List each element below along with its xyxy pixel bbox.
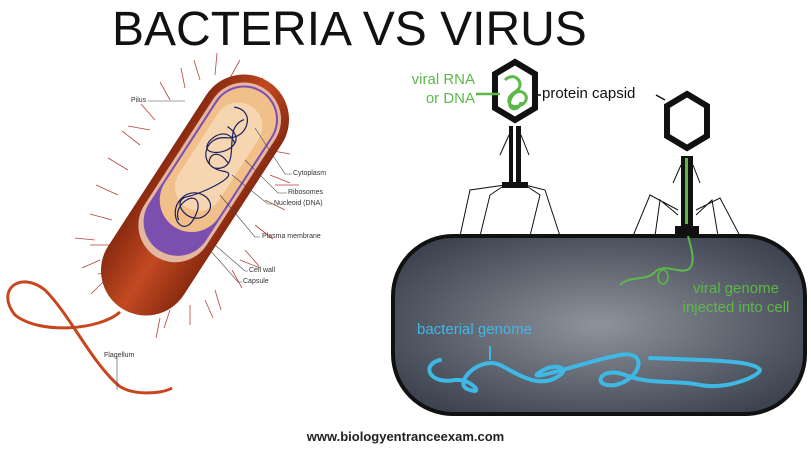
label-viral-rna-line2: or DNA <box>425 90 475 107</box>
label-viral-genome: viral genome injected into cell <box>666 279 806 317</box>
host-cell <box>391 234 807 416</box>
nucleoid-dna <box>174 106 248 227</box>
page-title: BACTERIA VS VIRUS <box>112 3 587 56</box>
label-viral-rna: viral RNA or DNA <box>397 70 475 108</box>
flagellum <box>6 280 173 395</box>
viral-genome-strand <box>619 235 694 286</box>
label-ribosomes: Ribosomes <box>288 189 324 196</box>
label-flagellum: Flagellum <box>104 352 135 359</box>
label-viral-genome-line1: viral genome <box>693 280 779 297</box>
bacterial-genome-strand <box>427 352 763 393</box>
label-bacterial-genome: bacterial genome <box>417 321 533 338</box>
bacteriophage-2 <box>632 90 741 237</box>
label-capsule: Capsule <box>243 278 269 285</box>
bacteriophage-1 <box>459 58 561 237</box>
label-protein-capsid: protein capsid <box>542 85 636 102</box>
label-plasma-membrane: Plasma membrane <box>262 233 321 240</box>
label-cytoplasm: Cytoplasm <box>293 170 327 177</box>
label-viral-rna-line1: viral RNA <box>411 71 475 88</box>
footer-url: www.biologyentranceexam.com <box>306 429 505 444</box>
bacterium-illustration <box>6 52 299 395</box>
label-nucleoid: Nucleoid (DNA) <box>274 200 323 207</box>
label-pilus: Pilus <box>131 97 147 104</box>
label-cell-wall: Cell wall <box>249 267 276 274</box>
label-viral-genome-line2: injected into cell <box>682 299 790 316</box>
